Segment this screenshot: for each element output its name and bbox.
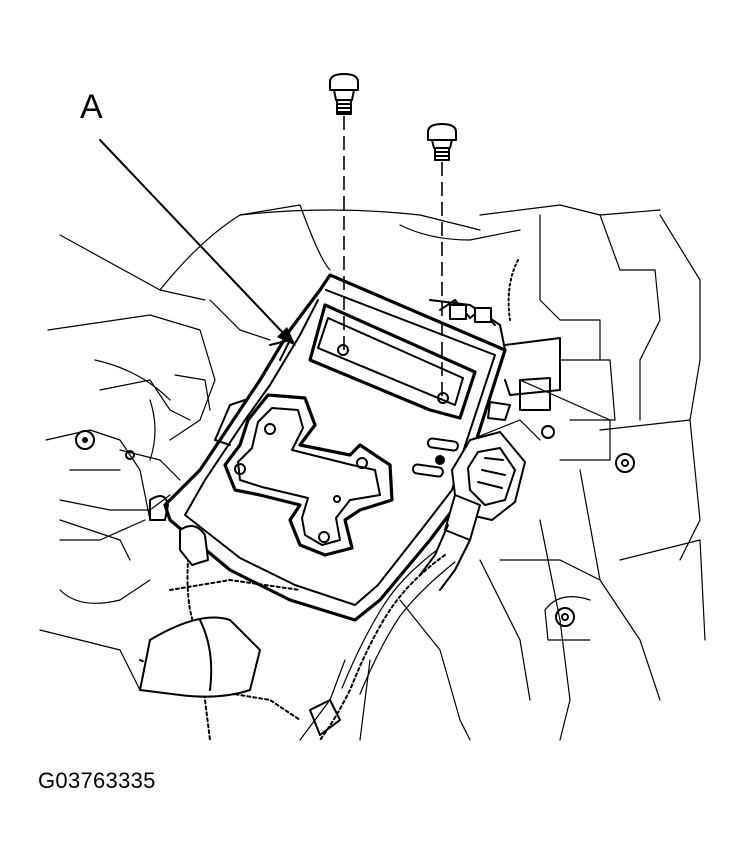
- harness-connector: [419, 431, 526, 591]
- chassis-fasteners: [75, 425, 635, 627]
- figure-id: G03763335: [38, 768, 156, 793]
- bolt-right: [427, 123, 457, 398]
- background-chassis-lines: [39, 204, 706, 741]
- mounting-bolts: [329, 73, 457, 398]
- bolt-left: [329, 73, 359, 350]
- bracket-flange-connectors: [429, 299, 561, 421]
- control-module-bracket: [163, 273, 507, 622]
- hose: [59, 494, 261, 698]
- callout-leader-a: [99, 139, 296, 346]
- callout-label-a: A: [80, 88, 103, 126]
